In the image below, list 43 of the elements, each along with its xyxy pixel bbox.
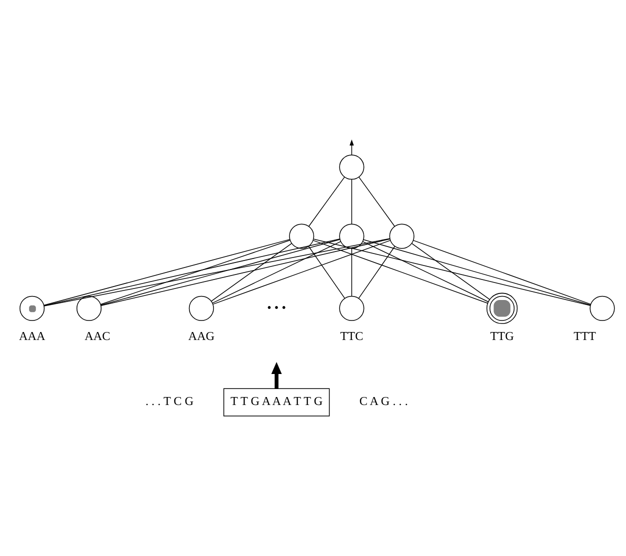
node-circle <box>289 224 314 249</box>
connector <box>100 238 390 306</box>
connector <box>362 241 489 302</box>
node-label: TTG <box>490 329 514 344</box>
node-label: AAC <box>84 329 110 344</box>
connector <box>100 240 290 305</box>
connector <box>313 238 591 306</box>
arrow <box>350 139 354 156</box>
connector <box>100 239 340 306</box>
label: . . . T C G <box>145 394 194 408</box>
label: • • • <box>267 300 286 314</box>
connector <box>308 176 345 227</box>
connector <box>351 179 352 224</box>
node-box: T T G A A A T T G <box>223 388 330 416</box>
connector <box>351 248 352 296</box>
connector <box>312 240 488 304</box>
connector <box>363 239 591 306</box>
connector <box>210 243 292 302</box>
node-circle <box>76 296 102 321</box>
connector <box>44 238 340 306</box>
connector <box>44 238 390 306</box>
arrow <box>271 362 282 389</box>
connector <box>413 240 591 305</box>
node-circle <box>20 296 45 321</box>
connector <box>212 241 342 304</box>
node-label: TTT <box>574 329 596 344</box>
connector <box>358 246 396 299</box>
node-circle <box>339 154 364 180</box>
node-circle <box>590 296 615 321</box>
node-label: TTC <box>340 329 364 344</box>
node-circle <box>339 224 364 249</box>
node-circle <box>339 296 364 321</box>
node-label: AAA <box>18 329 46 344</box>
node-label: AAG <box>188 329 215 344</box>
node-circle <box>389 224 414 249</box>
node-circle <box>486 292 518 324</box>
label: C A G . . . <box>359 394 408 408</box>
connector <box>411 243 490 300</box>
connector <box>308 246 346 299</box>
node-circle <box>188 296 214 321</box>
connector <box>358 176 396 227</box>
connector <box>44 239 290 306</box>
connector <box>212 240 391 305</box>
